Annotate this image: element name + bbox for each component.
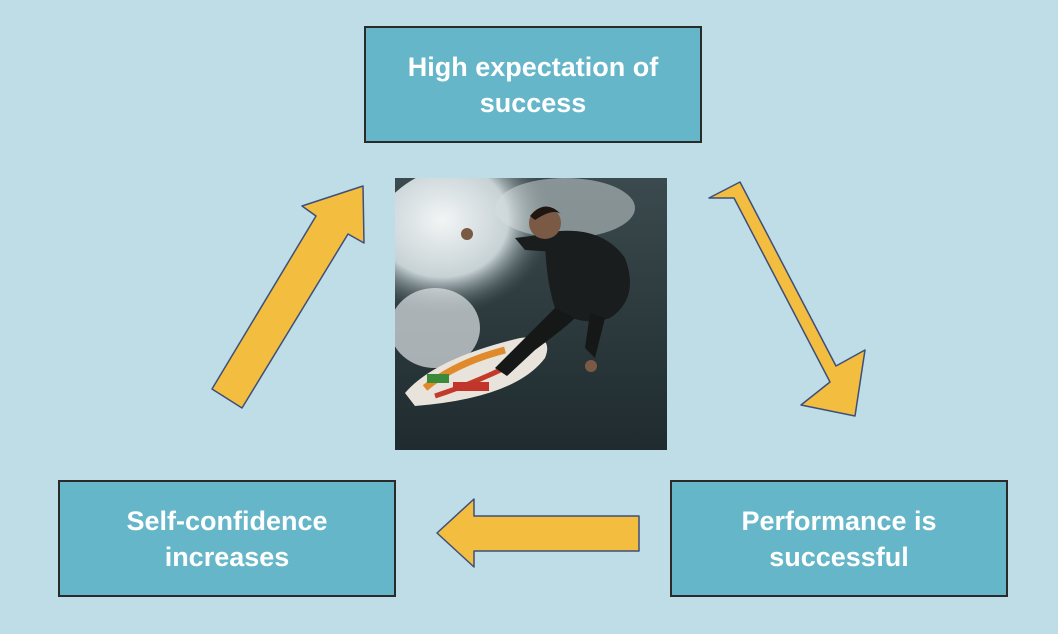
arrow-top-to-right [709,182,865,416]
arrow-right-to-left [437,499,639,567]
arrow-left-to-top [212,186,364,408]
surfer-photo [395,178,667,450]
